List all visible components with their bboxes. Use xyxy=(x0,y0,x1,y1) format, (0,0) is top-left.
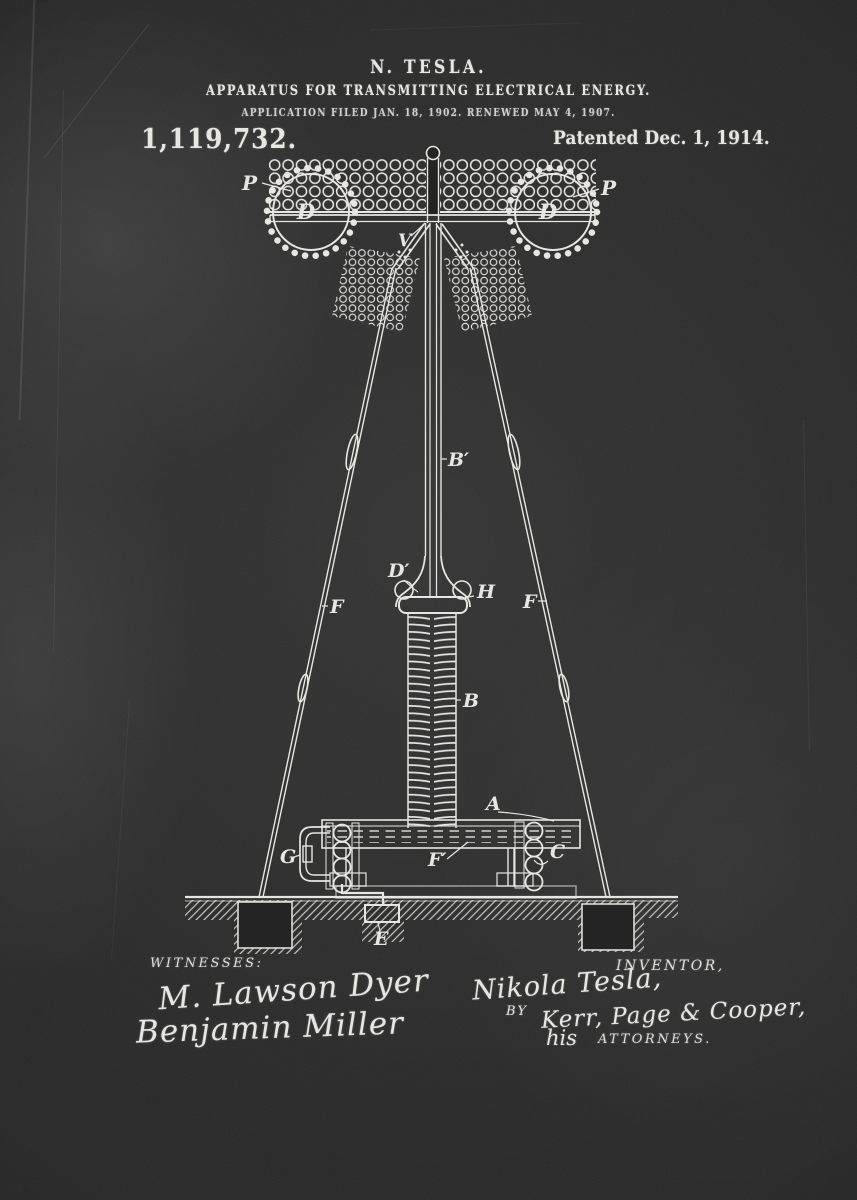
label-b: B xyxy=(462,690,479,712)
reference-labels: P P D D V B′ D′ H F F B A G C F′ xyxy=(241,171,617,950)
patent-title: APPARATUS FOR TRANSMITTING ELECTRICAL EN… xyxy=(206,83,651,99)
top-terminal-toroid xyxy=(263,145,601,332)
scratch-mark xyxy=(53,90,64,650)
label-g: G xyxy=(280,846,296,868)
footing-right xyxy=(581,903,635,951)
footing-left xyxy=(237,901,293,949)
label-h: H xyxy=(476,581,496,603)
scratch-mark xyxy=(370,22,580,31)
scratch-mark xyxy=(803,420,810,750)
patent-date: Patented Dec. 1, 1914. xyxy=(553,127,770,149)
guy-wire-right xyxy=(469,267,611,898)
label-b-prime: B′ xyxy=(447,449,469,471)
by-prefix: BY xyxy=(506,1004,528,1019)
attorney-firm-signature: Kerr, Page & Cooper, xyxy=(540,994,807,1034)
attorneys-heading: ATTORNEYS. xyxy=(598,1032,712,1047)
label-v: V xyxy=(398,231,413,251)
witnesses-heading: WITNESSES: xyxy=(150,956,264,971)
label-d-right: D xyxy=(538,199,558,224)
mast xyxy=(394,223,472,614)
scratch-mark xyxy=(110,700,131,960)
inventor-signature: Nikola Tesla, xyxy=(471,962,664,1007)
ground xyxy=(185,895,678,954)
coil-column xyxy=(407,613,457,828)
label-f-prime: F′ xyxy=(427,849,447,871)
application-filing-line: APPLICATION FILED JAN. 18, 1902. RENEWED… xyxy=(241,105,616,119)
ground-plate-e xyxy=(364,904,400,923)
spreader-bar xyxy=(269,214,596,270)
patent-inventor-name: N. TESLA. xyxy=(370,56,487,78)
guy-wire-left xyxy=(258,267,397,898)
label-e: E xyxy=(373,928,389,950)
patent-number: 1,119,732. xyxy=(141,124,298,155)
coil-g xyxy=(299,822,385,906)
label-d-prime: D′ xyxy=(387,560,410,582)
scratch-mark xyxy=(18,0,36,420)
label-d-left: D xyxy=(296,199,316,224)
his-word: his xyxy=(546,1026,578,1050)
label-f-right: F xyxy=(522,591,538,613)
label-a: A xyxy=(484,793,501,815)
label-p-right: P xyxy=(600,176,617,200)
ground-pipe xyxy=(340,884,385,906)
attorney-line: BY Kerr, Page & Cooper, xyxy=(506,994,807,1034)
platform xyxy=(321,819,581,899)
label-f-left: F xyxy=(329,596,345,618)
label-c: C xyxy=(550,841,565,863)
coil-c xyxy=(514,821,544,892)
inventor-heading: INVENTOR, xyxy=(616,958,725,974)
label-p-left: P xyxy=(241,171,258,195)
